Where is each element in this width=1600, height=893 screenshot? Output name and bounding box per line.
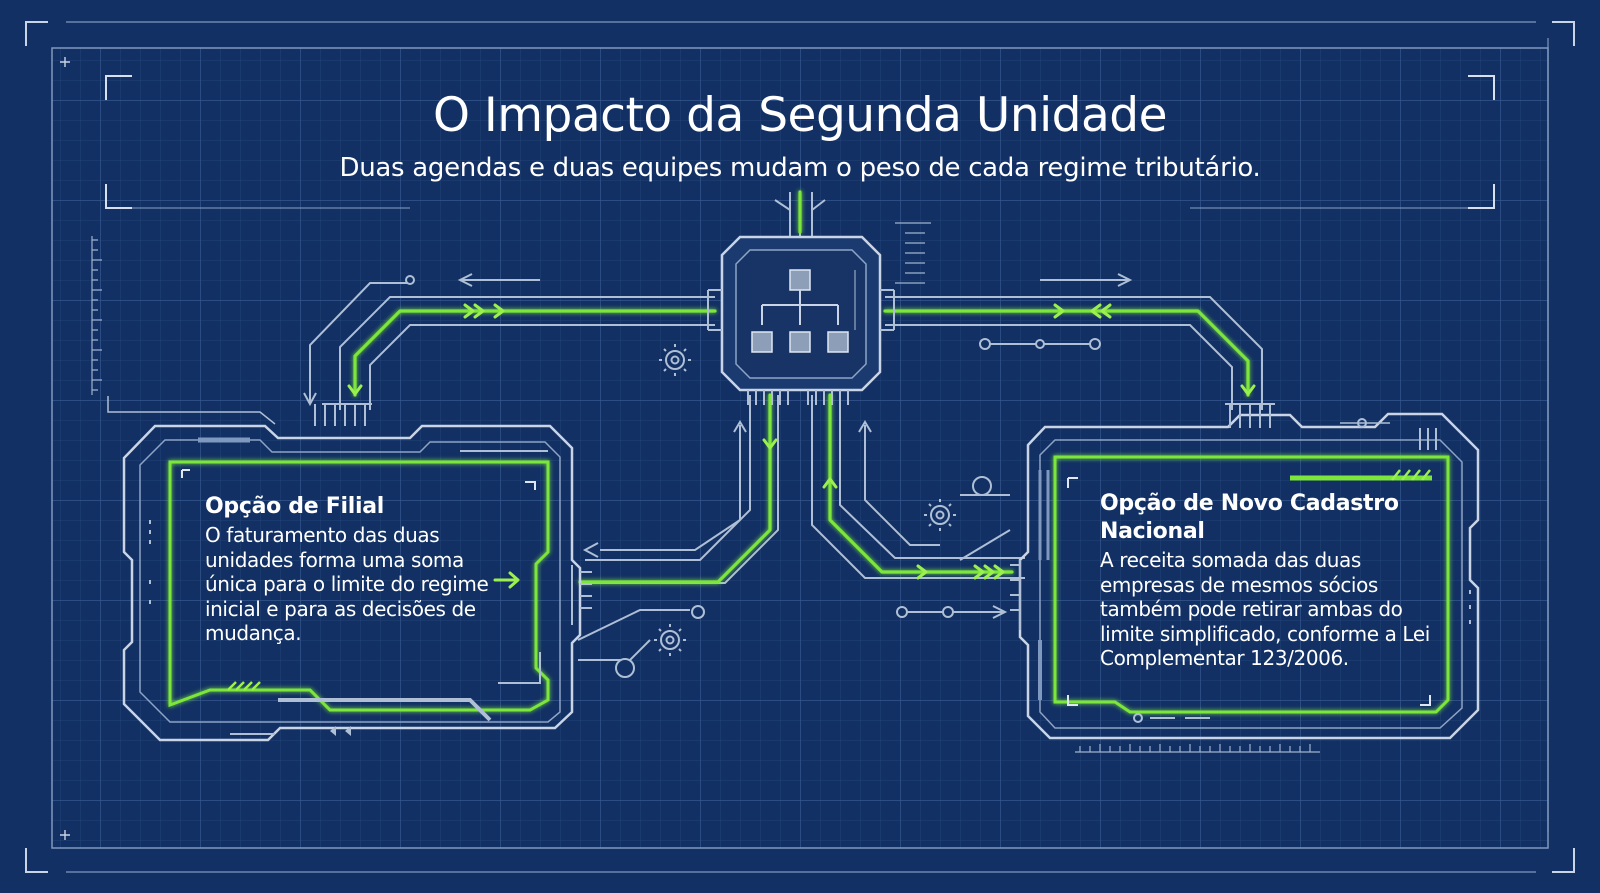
green-chevron-arrow-icons: [347, 303, 1256, 589]
title-brackets: [105, 75, 1495, 209]
card-right-frame: [1010, 403, 1480, 740]
card-novo-cadastro: Opção de Novo Cadastro Nacional A receit…: [1100, 490, 1430, 671]
left-ruler: [91, 236, 102, 395]
background-grid: [52, 48, 1548, 848]
card-filial-title: Opção de Filial: [205, 494, 384, 519]
card-filial: Opção de Filial O faturamento das duas u…: [205, 493, 505, 646]
page-title: O Impacto da Segunda Unidade: [433, 88, 1167, 143]
gear-icon: [654, 624, 686, 656]
glow-traces: [353, 190, 1250, 584]
hierarchy-icon: [751, 269, 849, 353]
grey-arrow-icons: [303, 273, 1133, 619]
card-filial-body: O faturamento das duas unidades forma um…: [205, 523, 489, 645]
outer-frame: [25, 21, 1575, 873]
page-subtitle: Duas agendas e duas equipes mudam o peso…: [340, 153, 1261, 183]
gear-icon: [659, 344, 691, 376]
card-novo-cadastro-title: Opção de Novo Cadastro Nacional: [1100, 491, 1399, 544]
card-novo-cadastro-body: A receita somada das duas empresas de me…: [1100, 548, 1430, 670]
circuit-traces: [309, 192, 1263, 661]
card-left-frame: [107, 396, 592, 742]
bottom-ruler: [1075, 744, 1320, 753]
right-ruler: [895, 222, 931, 284]
gear-icon: [924, 499, 956, 531]
trace-nodes: [405, 275, 1101, 678]
